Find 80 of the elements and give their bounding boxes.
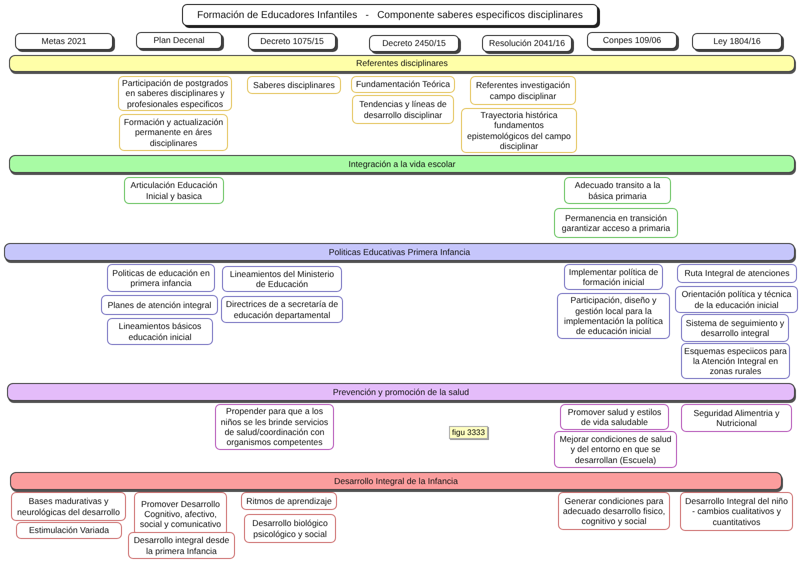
- topic-box: [248, 33, 336, 50]
- node-text: Lineamientos básicos educación inicial: [118, 321, 202, 342]
- node-text: Ruta Integral de atenciones: [684, 268, 790, 279]
- topic-box: [470, 76, 576, 105]
- node-text: Estimulación Variada: [28, 525, 110, 536]
- node-text: Fundamentación Teórica: [356, 79, 450, 90]
- node-text: Promover Desarrollo Cognitivo, afectivo, social y comunicativo: [138, 498, 222, 530]
- node-text: Saberes disciplinares: [253, 80, 335, 90]
- node-text: Ritmos de aprendizaje: [246, 496, 332, 506]
- node-text: Formación y actualización permanente en áres disciplinares: [122, 117, 224, 148]
- node-text: Bases madurativas y neurológicas del desarrollo: [16, 496, 121, 517]
- node-text: Mejorar condiciones de salud y del entorno en que se desarrollan (Escuela): [558, 434, 672, 465]
- node-text: Tendencias y líneas de desarrollo disciplinar: [358, 99, 448, 120]
- node-text: Implementar política de formación inicial: [568, 266, 660, 288]
- node-text: Metas 2021: [42, 36, 86, 47]
- node-text: Seguridad Alimentria y Nutricional: [692, 408, 780, 428]
- node-text: Plan Decenal: [153, 35, 205, 46]
- node-text: Referentes disciplinares: [356, 58, 448, 69]
- topic-box: [692, 33, 782, 50]
- node-text: Desarrollo integral desde la primera Infancia: [132, 535, 230, 556]
- node-text: Decreto 1075/15: [260, 36, 324, 47]
- category-band: [10, 472, 782, 490]
- tooltip-label: figu 3333: [449, 426, 488, 439]
- topic-box: [244, 514, 336, 543]
- topic-box: [560, 404, 669, 430]
- node-text: Directrices de a secretaría de educación departamental: [224, 299, 340, 320]
- node-text: Resolución 2041/16: [489, 38, 565, 49]
- topic-box: [11, 492, 126, 521]
- node-text: Articulación Educación Inicial y basica: [130, 180, 218, 201]
- node-text: Trayectoria histórica fundamentos epistemológicos del campo disciplinar: [466, 110, 572, 152]
- node-text: Politicas de educación en primera infancia: [111, 268, 211, 288]
- node-text: Esquemas especiicos para la Atención Integral en zonas rurales: [684, 346, 787, 376]
- node-text: Politicas Educativas Primera Infancia: [328, 246, 470, 258]
- node-text: Lineamientos del Ministerio de Educación: [228, 268, 336, 290]
- topic-box: [352, 95, 454, 124]
- node-text: Propender para que a los niños se les brinde servicios de salud/coordinación con organismos competentes: [220, 406, 330, 448]
- topic-box: [128, 532, 235, 559]
- topic-box: [101, 295, 218, 315]
- node-text: Participación de postgrados en saberes disciplinares y profesionales especificos: [121, 78, 229, 109]
- node-text: Desarrollo biológico psicológico y social: [251, 518, 329, 539]
- topic-box: [564, 177, 671, 204]
- topic-box: [587, 32, 677, 49]
- node-text: Orientación política y técnica de la educación inicial: [680, 289, 792, 310]
- node-text: Desarrollo Integral de la Infancia: [334, 476, 458, 486]
- topic-box: [107, 264, 215, 292]
- node-text: Permanencia en transición garantizar acceso a primaria: [560, 212, 672, 234]
- node-text: Desarrollo Integral del niño - cambios cualitativos y cuantitativos: [684, 496, 789, 527]
- node-text: Participación, diseño y gestión local para la implementación la política de educación inicial: [563, 295, 664, 337]
- topic-box: [16, 522, 122, 539]
- topic-box: [557, 293, 670, 339]
- topic-box: [222, 266, 342, 292]
- node-text: Generar condiciones para adecuado desarrollo fisico, cognitivo y social: [562, 496, 666, 526]
- topic-box: [554, 208, 678, 238]
- topic-box: [107, 318, 213, 345]
- topic-box: [136, 32, 222, 49]
- node-text: Integración a la vida escolar: [348, 158, 456, 170]
- node-text: Sistema de seguimiento y desarrollo integral: [684, 318, 786, 338]
- node-text: Ley 1804/16: [713, 36, 761, 47]
- topic-box: [247, 76, 341, 94]
- node-text: Promover salud y estilos de vida saludable: [566, 406, 662, 428]
- category-band: [9, 155, 795, 173]
- category-band: [4, 243, 795, 261]
- category-band: [9, 55, 795, 72]
- topic-box: [675, 286, 798, 313]
- topic-box: [369, 35, 459, 52]
- topic-box: [677, 264, 797, 283]
- title-box: Formación de Educadores Infantiles - Componente saberes especificos disciplinares: [182, 4, 598, 26]
- topic-box: [15, 33, 113, 50]
- topic-box: [351, 76, 455, 93]
- node-text: Prevención y promoción de la salud: [332, 386, 470, 398]
- node-text: Referentes investigación campo disciplinar: [474, 80, 572, 101]
- node-text: Adecuado transito a la básica primaria: [574, 180, 662, 201]
- category-band: [7, 383, 795, 401]
- node-text: Planes de atención integral: [108, 300, 212, 310]
- topic-box: [241, 492, 337, 510]
- topic-box: [482, 35, 572, 52]
- node-text: Conpes 109/06: [602, 35, 662, 46]
- node-text: Decreto 2450/15: [382, 38, 446, 49]
- topic-box: [124, 177, 224, 204]
- topic-box: [681, 404, 792, 432]
